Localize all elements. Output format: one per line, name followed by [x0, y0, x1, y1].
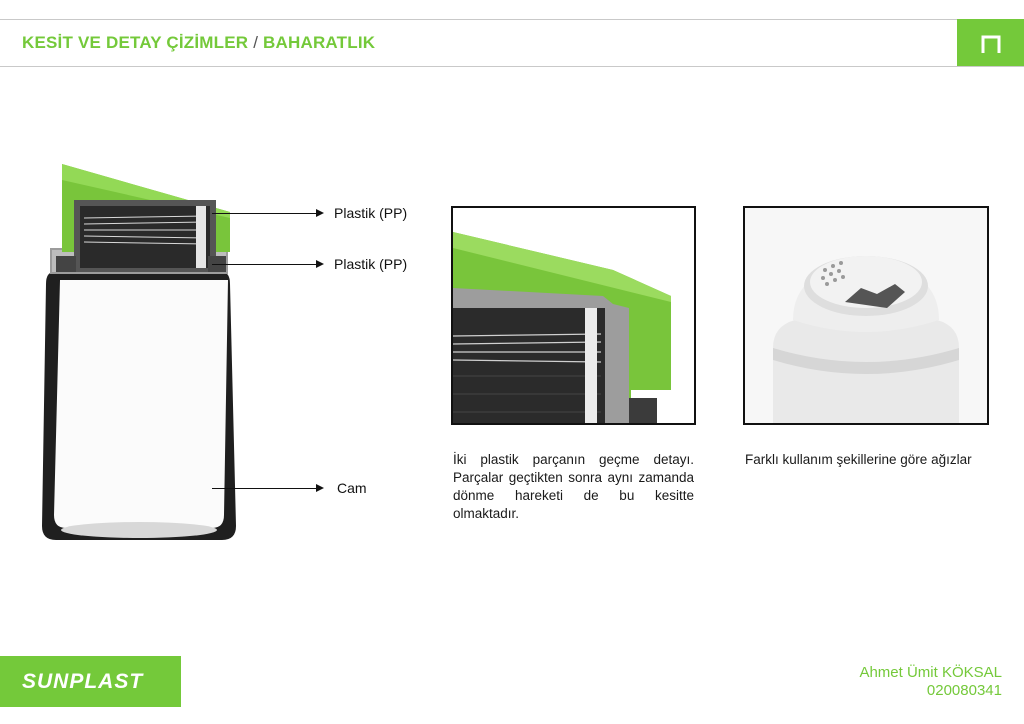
cap-detail-drawing [745, 208, 987, 423]
student-id: 020080341 [926, 682, 1002, 699]
label-plastik-1: Plastik (PP) [334, 205, 408, 221]
title-main: KESİT VE DETAY ÇİZİMLER [22, 33, 249, 52]
arrow-plastik-1 [212, 209, 324, 217]
detail-image-joint [451, 206, 696, 425]
author-name: Ahmet Ümit KÖKSAL [859, 664, 1002, 681]
label-cam: Cam [337, 480, 367, 496]
arrow-plastik-2 [212, 260, 324, 268]
jar-section-drawing [42, 164, 236, 540]
header-top-line [0, 19, 1024, 20]
page-title: KESİT VE DETAY ÇİZİMLER / BAHARATLIK [22, 33, 375, 53]
label-plastik-2: Plastik (PP) [334, 256, 408, 272]
sunplast-logo: SUNPLAST [0, 656, 181, 707]
title-separator: / [248, 33, 264, 52]
detail-image-cap [743, 206, 989, 425]
header-bottom-line [0, 66, 1024, 67]
corner-badge [957, 19, 1024, 66]
joint-detail-drawing [453, 208, 694, 423]
description-cap: Farklı kullanım şekillerine göre ağızlar [745, 452, 972, 467]
description-joint: İki plastik parçanın geçme detayı. Parça… [453, 452, 694, 521]
n-icon [981, 35, 1001, 53]
arrow-cam [212, 484, 324, 492]
author-block: Ahmet Ümit KÖKSAL 020080341 [859, 664, 1002, 700]
title-sub: BAHARATLIK [263, 33, 376, 52]
logo-text: SUNPLAST [22, 670, 144, 693]
